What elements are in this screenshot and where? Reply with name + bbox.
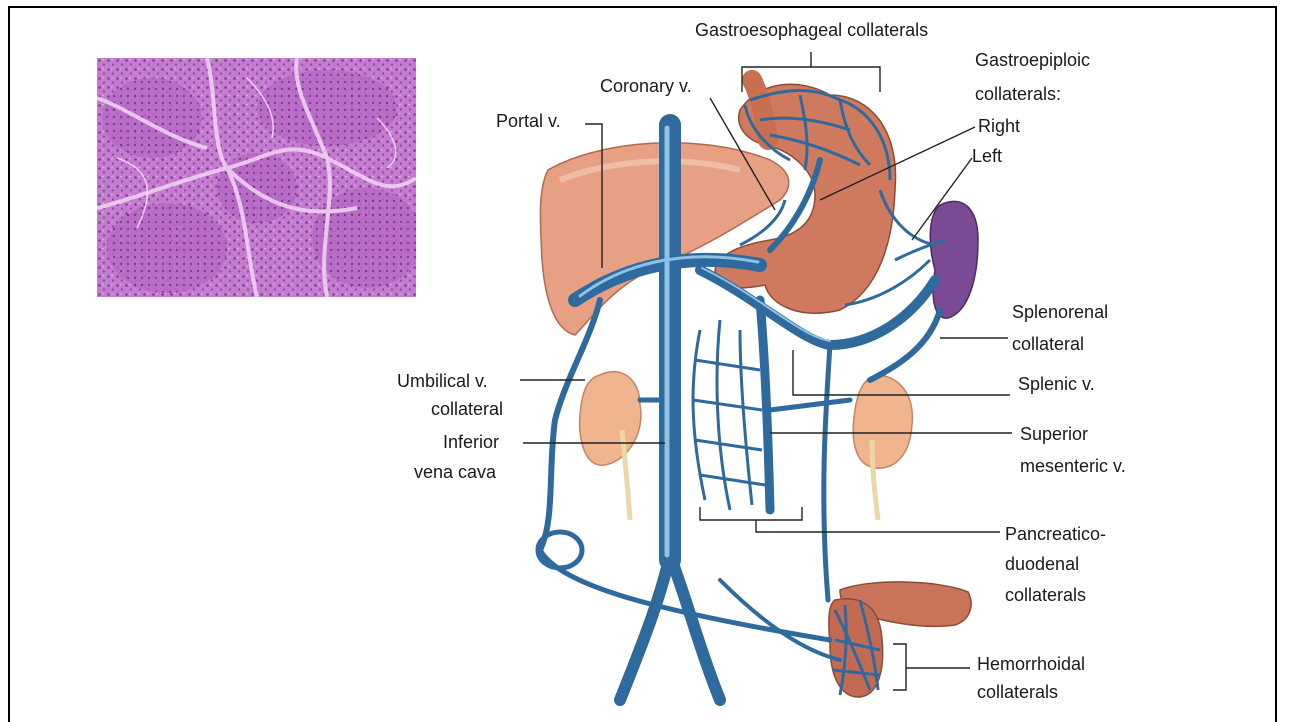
label-umbilical-1: Umbilical v. [397, 371, 488, 391]
label-right: Right [978, 116, 1020, 136]
inferior-mesenteric-vein [824, 345, 830, 600]
label-superior-1: Superior [1020, 424, 1088, 444]
hemorrhoidal-bracket [893, 644, 970, 690]
label-splenic: Splenic v. [1018, 374, 1095, 394]
label-gastroepiploic-2: collaterals: [975, 84, 1061, 104]
label-portal: Portal v. [496, 111, 561, 131]
umbilical-loop [538, 532, 582, 568]
label-splenorenal-1: Splenorenal [1012, 302, 1108, 322]
left-kidney [580, 372, 641, 466]
label-inferior-1: Inferior [443, 432, 499, 452]
label-pancreatico-3: collaterals [1005, 585, 1086, 605]
label-hemorrhoidal-1: Hemorrhoidal [977, 654, 1085, 674]
label-superior-2: mesenteric v. [1020, 456, 1126, 476]
label-pancreatico-2: duodenal [1005, 554, 1079, 574]
label-splenorenal-2: collateral [1012, 334, 1084, 354]
label-hemorrhoidal-2: collaterals [977, 682, 1058, 702]
spleen [930, 201, 978, 318]
label-left: Left [972, 146, 1002, 166]
label-coronary: Coronary v. [600, 76, 692, 96]
label-inferior-2: vena cava [414, 462, 497, 482]
label-umbilical-2: collateral [431, 399, 503, 419]
label-gastroepiploic-1: Gastroepiploic [975, 50, 1090, 70]
label-gastroesophageal: Gastroesophageal collaterals [695, 20, 928, 40]
label-pancreatico-1: Pancreatico- [1005, 524, 1106, 544]
superior-mesenteric-vein [760, 300, 770, 510]
right-kidney [853, 375, 912, 468]
pancreatico-bracket [700, 507, 1000, 532]
